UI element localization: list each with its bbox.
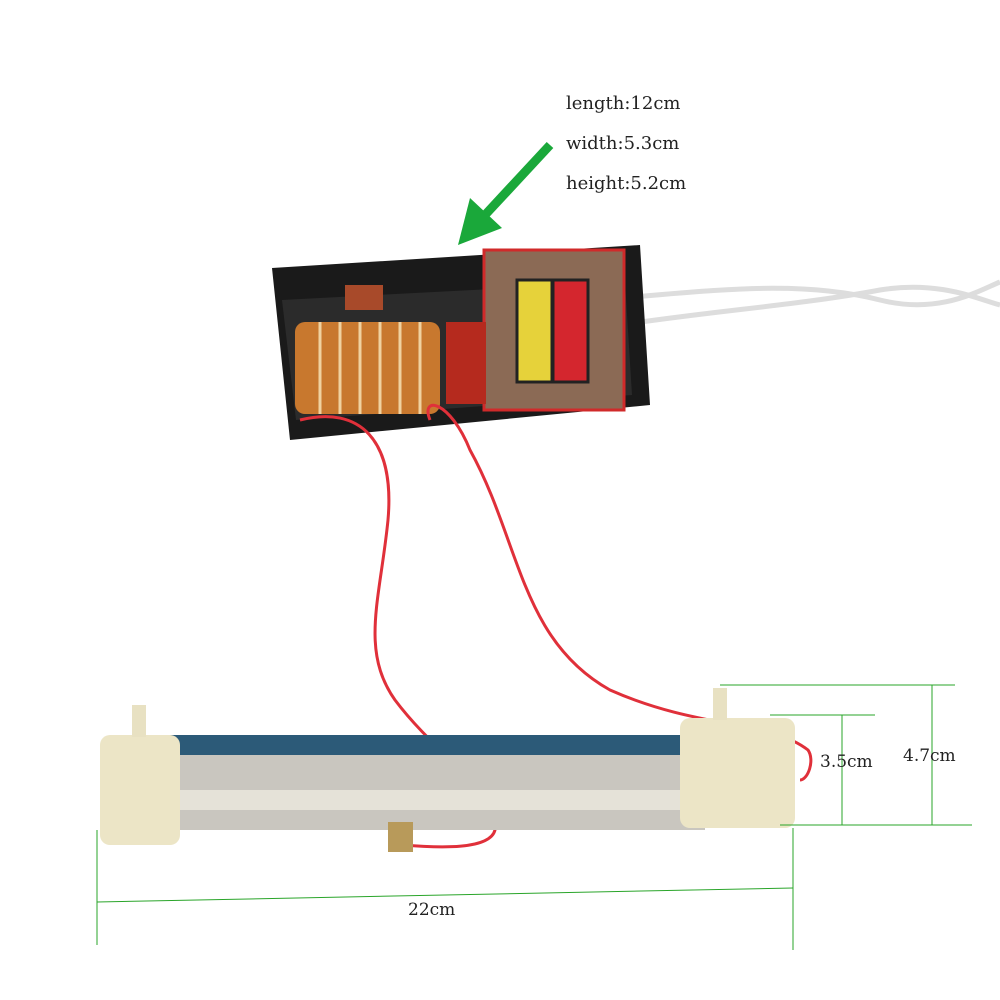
outer-diameter-label: 4.7cm [903, 746, 956, 766]
red-wires [299, 403, 813, 849]
end-cap-left [100, 735, 180, 845]
end-cap-right [680, 718, 795, 828]
dimension-lines [96, 684, 972, 950]
ozone-tube [100, 688, 795, 852]
inner-diameter-label: 3.5cm [820, 752, 873, 772]
spec-height: height:5.2cm [566, 173, 687, 194]
spec-length: length:12cm [566, 93, 681, 114]
tube-length-label: 22cm [408, 900, 456, 920]
white-wires [619, 279, 1000, 328]
capacitor [446, 322, 486, 404]
pointer-arrow-icon [458, 141, 554, 245]
spec-width: width:5.3cm [566, 133, 680, 154]
high-voltage-module [272, 245, 650, 440]
copper-coil [295, 322, 440, 414]
